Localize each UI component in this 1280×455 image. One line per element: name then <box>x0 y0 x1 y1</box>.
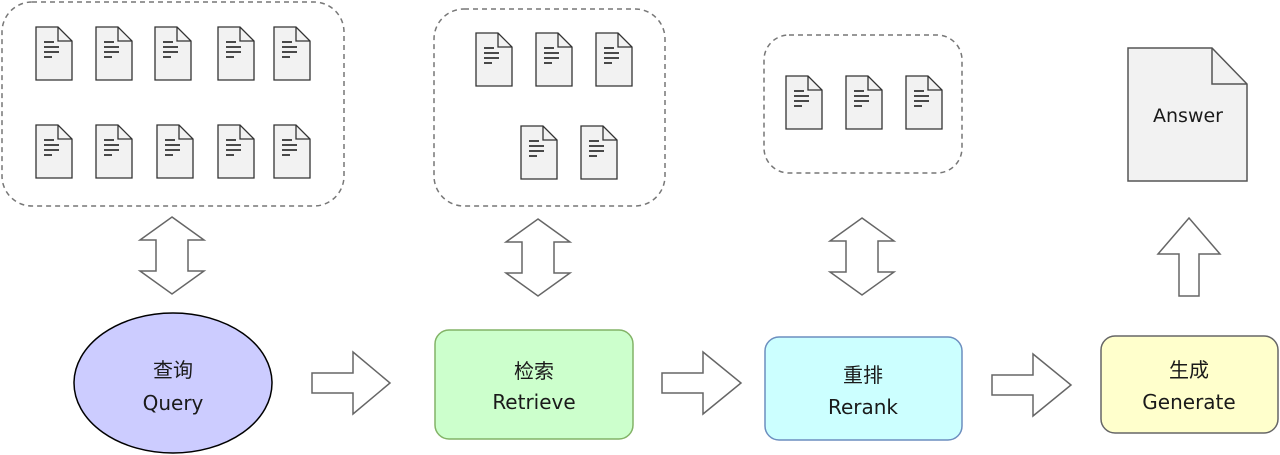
answer-label: Answer <box>1153 105 1223 127</box>
document-icon <box>535 32 573 87</box>
generate-label-en: Generate <box>1142 390 1235 414</box>
bidirectional-arrow <box>503 218 573 297</box>
query-label-zh: 查询 <box>153 358 193 382</box>
document-icon <box>273 124 311 179</box>
up-arrow <box>1156 216 1222 297</box>
rerank-label-en: Rerank <box>828 395 898 419</box>
document-icon <box>35 124 73 179</box>
document-icon <box>520 125 558 180</box>
reranked-document-group <box>763 34 963 174</box>
document-icon <box>156 124 194 179</box>
answer-document: Answer <box>1127 47 1248 182</box>
document-icon <box>475 32 513 87</box>
corpus-group-border <box>1 1 345 207</box>
generate-label-zh: 生成 <box>1169 358 1209 382</box>
generate-node: 生成 Generate <box>1100 335 1279 434</box>
document-icon <box>95 26 133 81</box>
document-icon <box>580 125 618 180</box>
retrieve-label-en: Retrieve <box>492 390 575 414</box>
document-icon <box>217 26 255 81</box>
document-icon <box>273 26 311 81</box>
right-arrow <box>311 350 392 416</box>
document-icon <box>35 26 73 81</box>
right-arrow <box>661 350 743 416</box>
retrieved-group-border <box>433 8 666 207</box>
rerank-label-zh: 重排 <box>843 363 883 387</box>
document-icon <box>785 75 823 130</box>
right-arrow <box>991 352 1073 418</box>
retrieved-document-group <box>433 8 666 207</box>
document-icon <box>595 32 633 87</box>
document-icon <box>95 124 133 179</box>
document-icon <box>845 75 883 130</box>
reranked-group-border <box>763 34 963 174</box>
generate-box <box>1100 335 1279 434</box>
document-icon <box>905 75 943 130</box>
corpus-document-group <box>1 1 345 207</box>
retrieve-label-zh: 检索 <box>514 359 554 383</box>
document-icon <box>154 26 192 81</box>
query-ellipse <box>73 312 273 454</box>
retrieve-node: 检索 Retrieve <box>434 329 634 440</box>
retrieve-box <box>434 329 634 440</box>
query-label-en: Query <box>143 391 204 415</box>
bidirectional-arrow <box>827 217 897 296</box>
query-node: 查询 Query <box>73 312 273 454</box>
bidirectional-arrow <box>137 216 207 295</box>
document-icon <box>217 124 255 179</box>
rerank-node: 重排 Rerank <box>764 336 963 441</box>
rerank-box <box>764 336 963 441</box>
